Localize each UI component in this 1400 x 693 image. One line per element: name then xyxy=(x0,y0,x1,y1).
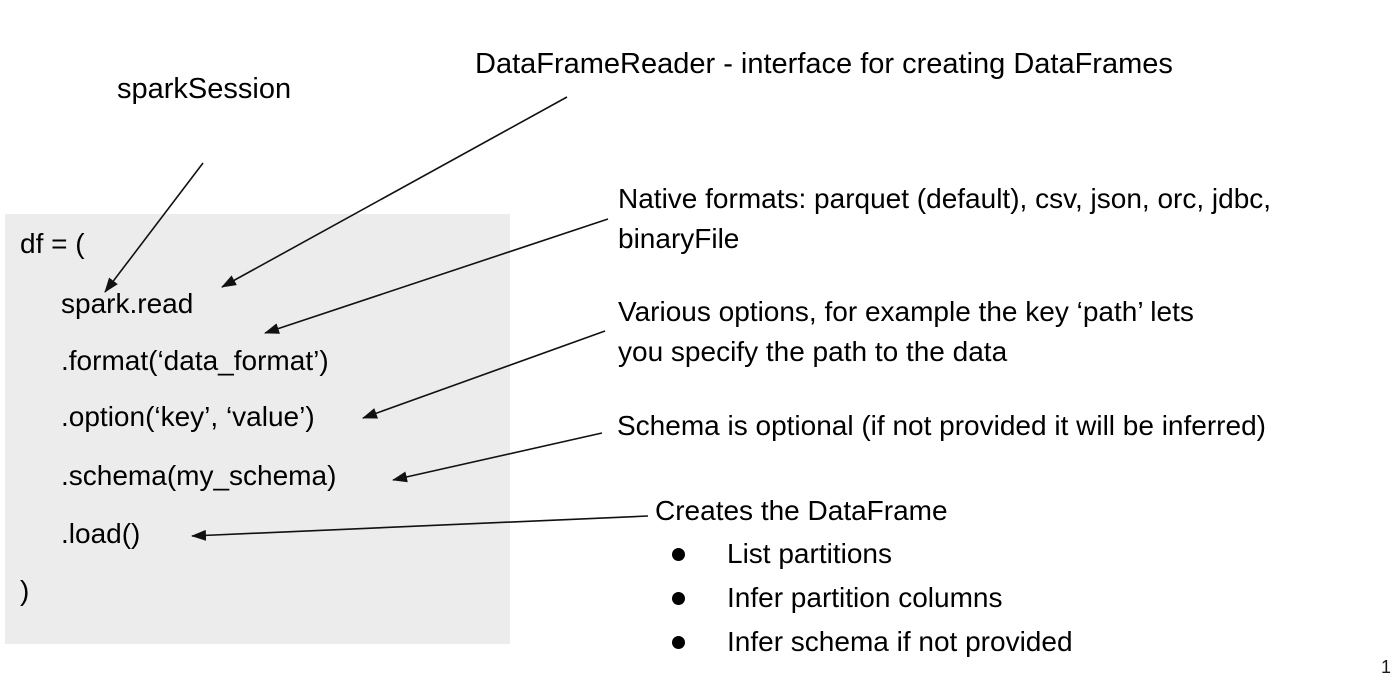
annotation-options-line1: Various options, for example the key ‘pa… xyxy=(618,296,1194,327)
load-bullet-3-label: Infer schema if not provided xyxy=(727,626,1073,657)
code-line-schema: .schema(my_schema) xyxy=(61,460,337,491)
annotation-native-formats: Native formats: parquet (default), csv, … xyxy=(618,179,1271,259)
load-bullet-2-label: Infer partition columns xyxy=(727,582,1003,613)
slide-title: DataFrameReader - interface for creating… xyxy=(475,48,1173,80)
annotation-native-formats-line1: Native formats: parquet (default), csv, … xyxy=(618,183,1272,214)
code-line-spark-read: spark.read xyxy=(61,288,194,319)
annotation-schema: Schema is optional (if not provided it w… xyxy=(617,406,1266,446)
load-bullet-1-label: List partitions xyxy=(727,538,892,569)
annotation-load-label: Creates the DataFrame xyxy=(655,495,948,526)
load-bullet-3: Infer schema if not provided xyxy=(672,622,1073,662)
annotation-options-line2: you specify the path to the data xyxy=(618,336,1008,367)
bullet-icon xyxy=(672,635,685,649)
bullet-icon xyxy=(672,591,685,605)
bullet-icon xyxy=(672,547,685,561)
page-number: 1 xyxy=(1380,657,1391,677)
code-line-option: .option(‘key’, ‘value’) xyxy=(61,401,315,432)
annotation-options: Various options, for example the key ‘pa… xyxy=(618,292,1194,372)
annotation-native-formats-line2: binaryFile xyxy=(618,223,740,254)
code-block: df = ( spark.read .format(‘data_format’)… xyxy=(5,214,510,644)
code-line-load: .load() xyxy=(61,518,141,549)
code-line-format: .format(‘data_format’) xyxy=(61,345,329,376)
load-bullet-1: List partitions xyxy=(672,534,892,574)
load-bullet-2: Infer partition columns xyxy=(672,578,1002,618)
spark-session-label: sparkSession xyxy=(117,73,292,105)
annotation-schema-line1: Schema is optional (if not provided it w… xyxy=(617,410,1266,441)
code-line-df-open: df = ( xyxy=(20,228,85,259)
code-line-close-paren: ) xyxy=(20,575,30,606)
